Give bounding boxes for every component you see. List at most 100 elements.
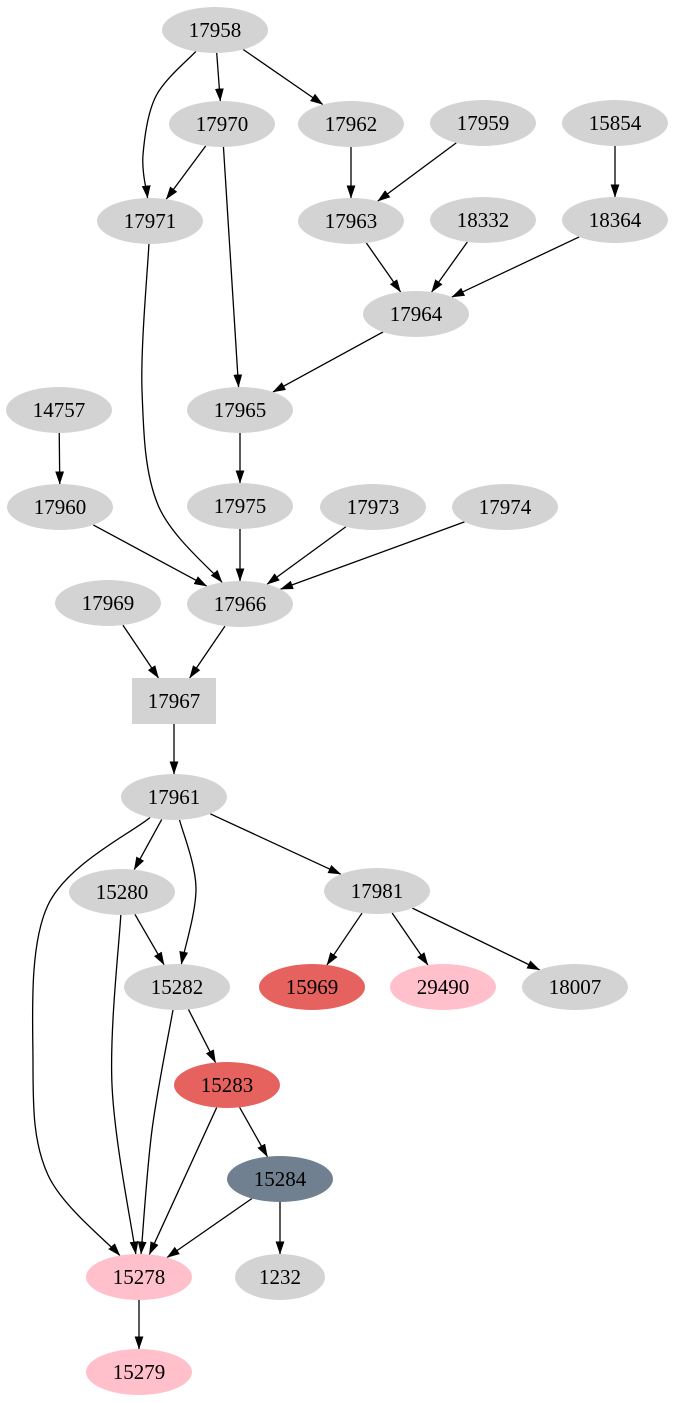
edge-17970-17965 (222, 146, 243, 388)
edge-17970-17971 (165, 145, 207, 200)
graph-node-17964: 17964 (363, 291, 469, 337)
node-ellipse-shape (363, 291, 469, 337)
node-label: 17973 (347, 495, 400, 519)
node-label: 17959 (457, 111, 510, 135)
edge-17961-15278 (31, 817, 151, 1256)
graph-node-18364: 18364 (562, 197, 668, 243)
node-ellipse-shape (562, 100, 668, 146)
node-label: 17958 (189, 18, 242, 42)
node-ellipse-shape (320, 484, 426, 530)
node-ellipse-shape (430, 197, 536, 243)
graph-node-29490: 29490 (390, 964, 496, 1010)
edge-17981-15969 (326, 912, 363, 966)
edge-17969-17967 (122, 624, 160, 679)
node-label: 1232 (259, 1265, 301, 1289)
node-ellipse-shape (55, 580, 161, 626)
node-ellipse-shape (69, 869, 175, 915)
node-ellipse-shape (227, 1156, 333, 1202)
node-label: 15282 (151, 975, 204, 999)
node-ellipse-shape (259, 964, 365, 1010)
node-ellipse-shape (187, 483, 293, 529)
edge-17964-17965 (272, 331, 384, 393)
node-label: 18007 (549, 975, 602, 999)
graph-node-17971: 17971 (97, 198, 203, 244)
node-label: 17970 (196, 112, 249, 136)
edge-15283-15278 (148, 1107, 218, 1255)
graph-node-17963: 17963 (298, 198, 404, 244)
edge-17958-17970 (214, 52, 224, 102)
edge-15282-15278 (137, 1009, 174, 1255)
node-ellipse-shape (187, 387, 293, 433)
graph-node-17959: 17959 (430, 100, 536, 146)
node-ellipse-shape (121, 774, 227, 820)
node-label: 18364 (589, 208, 642, 232)
edge-17966-17967 (189, 625, 226, 679)
node-ellipse-shape (390, 964, 496, 1010)
edge-15284-15278 (166, 1197, 253, 1259)
node-label: 17964 (390, 302, 443, 326)
graph-node-17967: 17967 (132, 678, 216, 724)
edge-17981-29490 (391, 912, 429, 966)
node-ellipse-shape (562, 197, 668, 243)
edge-17971-17966 (141, 243, 223, 583)
node-label: 15283 (201, 1073, 254, 1097)
node-label: 15280 (96, 880, 149, 904)
node-ellipse-shape (86, 1254, 192, 1300)
graph-node-15284: 15284 (227, 1156, 333, 1202)
graph-node-18332: 18332 (430, 197, 536, 243)
node-ellipse-shape (174, 1062, 280, 1108)
node-ellipse-shape (324, 868, 430, 914)
graph-node-15854: 15854 (562, 100, 668, 146)
node-label: 17962 (325, 112, 378, 136)
node-ellipse-shape (430, 100, 536, 146)
graph-node-17966: 17966 (187, 581, 293, 627)
node-label: 15854 (589, 111, 642, 135)
graph-node-15282: 15282 (124, 964, 230, 1010)
node-label: 14757 (33, 398, 86, 422)
node-label: 17965 (214, 398, 267, 422)
graph-node-15278: 15278 (86, 1254, 192, 1300)
node-label: 15278 (113, 1265, 166, 1289)
nodes-layer: 17958 17970 17962 17959 15854 17971 17963 18332… (6, 7, 668, 1395)
graph-node-17975: 17975 (187, 483, 293, 529)
edge-14757-17960 (55, 432, 65, 485)
graph-node-17969: 17969 (55, 580, 161, 626)
node-label: 17963 (325, 209, 378, 233)
graph-node-17962: 17962 (298, 101, 404, 147)
node-ellipse-shape (522, 964, 628, 1010)
node-label: 17969 (82, 591, 135, 615)
graph-node-15279: 15279 (86, 1349, 192, 1395)
node-ellipse-shape (162, 7, 268, 53)
node-label: 17981 (351, 879, 404, 903)
graph-node-18007: 18007 (522, 964, 628, 1010)
graph-node-15283: 15283 (174, 1062, 280, 1108)
graph-node-1232: 1232 (235, 1254, 325, 1300)
node-ellipse-shape (169, 101, 275, 147)
edges-layer (31, 48, 620, 1350)
node-label: 18332 (457, 208, 510, 232)
graph-node-17965: 17965 (187, 387, 293, 433)
edge-15280-15282 (134, 913, 165, 966)
graph-node-15280: 15280 (69, 869, 175, 915)
node-ellipse-shape (7, 484, 113, 530)
node-label: 29490 (417, 975, 470, 999)
node-label: 17975 (214, 494, 267, 518)
edge-17974-17966 (280, 521, 465, 590)
edge-18332-17964 (431, 241, 468, 293)
graph-node-17958: 17958 (162, 7, 268, 53)
edge-17963-17964 (365, 242, 402, 293)
graph-node-15969: 15969 (259, 964, 365, 1010)
node-ellipse-shape (86, 1349, 192, 1395)
graph-node-17961: 17961 (121, 774, 227, 820)
graph-node-17981: 17981 (324, 868, 430, 914)
graph-node-14757: 14757 (6, 387, 112, 433)
edge-17959-17963 (377, 142, 457, 202)
edge-17958-17971 (141, 51, 197, 199)
node-ellipse-shape (6, 387, 112, 433)
node-label: 17966 (214, 592, 267, 616)
node-label: 15969 (286, 975, 339, 999)
node-label: 17971 (124, 209, 177, 233)
node-ellipse-shape (124, 964, 230, 1010)
node-label: 17967 (148, 689, 201, 713)
